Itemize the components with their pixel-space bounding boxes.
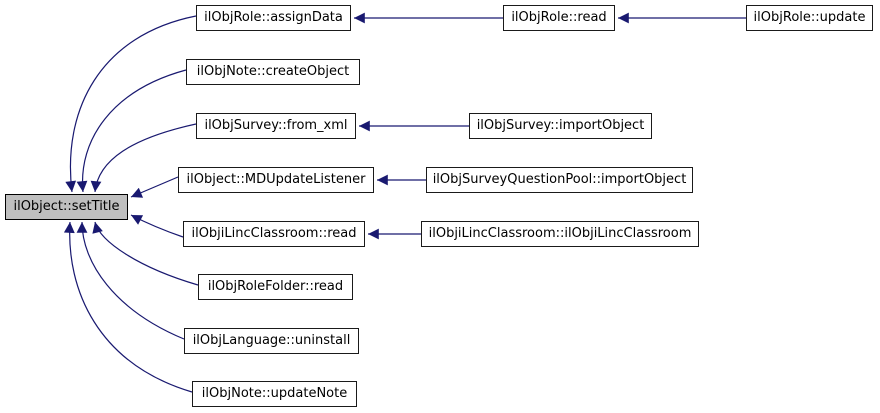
edge-mdupdatelistener-settitle <box>130 176 179 198</box>
edge-updatenote-settitle <box>63 221 193 393</box>
edge-ilincread-settitle <box>130 214 184 238</box>
node-ilobjrolefolder-read[interactable]: ilObjRoleFolder::read <box>198 274 353 300</box>
node-ilobjrole-assigndata[interactable]: ilObjRole::assignData <box>196 5 351 31</box>
node-ilobjnote-createobject[interactable]: ilObjNote::createObject <box>186 59 360 85</box>
node-ilobjnote-updatenote[interactable]: ilObjNote::updateNote <box>192 381 357 407</box>
node-ilobjsurvey-fromxml[interactable]: ilObjSurvey::from_xml <box>196 113 356 139</box>
node-ilobjlanguage-uninstall[interactable]: ilObjLanguage::uninstall <box>184 328 359 354</box>
node-ilobjsurveyquestionpool-importobject[interactable]: ilObjSurveyQuestionPool::importObject <box>426 167 693 193</box>
node-ilobject-mdupdatelistener[interactable]: ilObject::MDUpdateListener <box>178 167 374 193</box>
node-ilobjilincclassroom-ctor[interactable]: ilObjiLincClassroom::ilObjiLincClassroom <box>421 221 699 247</box>
edge-assigndata-settitle <box>65 15 197 193</box>
edge-fromxml-settitle <box>90 123 197 193</box>
edge-rolefolderread-settitle <box>92 221 199 286</box>
node-ilobject-settitle: ilObject::setTitle <box>5 194 128 220</box>
node-ilobjrole-update[interactable]: ilObjRole::update <box>746 5 873 31</box>
node-ilobjilincclassroom-read[interactable]: ilObjiLincClassroom::read <box>183 221 365 247</box>
node-ilobjsurvey-importobject[interactable]: ilObjSurvey::importObject <box>469 113 652 139</box>
edge-uninstall-settitle <box>76 221 185 340</box>
edge-createobject-settitle <box>76 69 187 193</box>
node-ilobjrole-read[interactable]: ilObjRole::read <box>503 5 615 31</box>
